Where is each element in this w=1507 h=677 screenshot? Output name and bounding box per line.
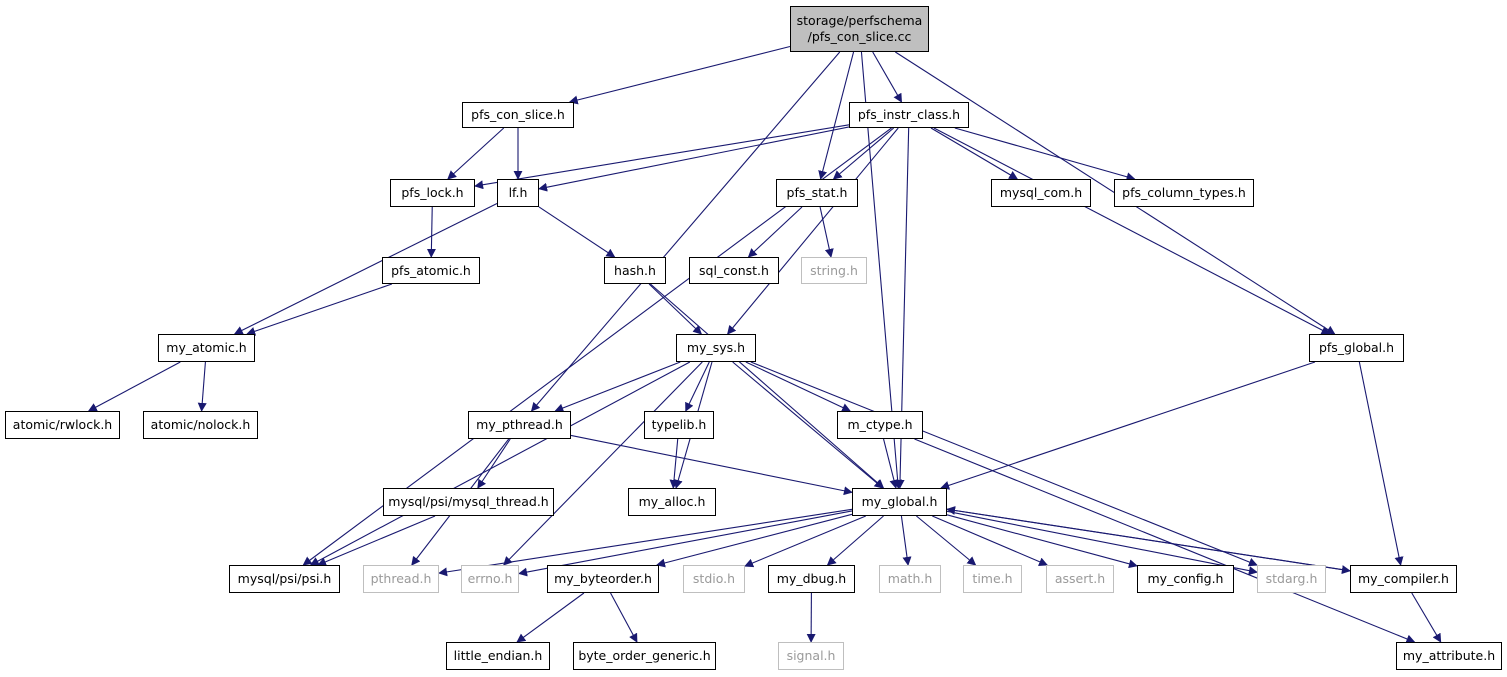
- edge-pfs_con_slice_h-to-pfs_lock_h: [447, 127, 505, 180]
- edge-my_atomic_h-to-atomic_nolock_h: [197, 361, 207, 412]
- node-my-atomic-h[interactable]: my_atomic.h: [158, 334, 255, 362]
- node-atomic-nolock-h[interactable]: atomic/nolock.h: [143, 411, 258, 439]
- node-my-attribute-h[interactable]: my_attribute.h: [1396, 642, 1502, 670]
- edge-lf_h-to-hash_h: [538, 206, 616, 258]
- node-my-byteorder-h[interactable]: my_byteorder.h: [547, 565, 659, 593]
- node-stdarg-h: stdarg.h: [1257, 565, 1326, 593]
- node-my-global-h[interactable]: my_global.h: [852, 488, 947, 516]
- edge-my_global_h-to-my_config_h: [946, 514, 1138, 569]
- node-errno-h: errno.h: [461, 565, 519, 593]
- node-pfs-lock-h[interactable]: pfs_lock.h: [390, 179, 475, 207]
- edge-m_ctype_h-to-my_global_h: [883, 438, 899, 489]
- node-pfs-global-h[interactable]: pfs_global.h: [1309, 334, 1404, 362]
- edge-my_sys_h-to-typelib_h: [685, 361, 710, 412]
- node-stdio-h: stdio.h: [683, 565, 745, 593]
- edge-hash_h-to-my_sys_h: [648, 283, 703, 335]
- edge-m_ctype_h-to-my_attribute_h: [914, 438, 1416, 644]
- node-typelib-h[interactable]: typelib.h: [644, 411, 714, 439]
- edge-pfs_stat_h-to-sql_const_h: [747, 206, 803, 258]
- edge-root-to-my_pthread_h: [530, 51, 841, 412]
- node-pfs-stat-h[interactable]: pfs_stat.h: [776, 179, 858, 207]
- edge-pfs_instr_class_h-to-pfs_global_h: [933, 127, 1331, 335]
- edge-hash_h-to-my_global_h: [650, 283, 885, 489]
- node-time-h: time.h: [963, 565, 1022, 593]
- node-root-file[interactable]: storage/perfschema /pfs_con_slice.cc: [790, 6, 929, 52]
- node-my-pthread-h[interactable]: my_pthread.h: [468, 411, 571, 439]
- edge-my_sys_h-to-stdarg_h: [750, 361, 1258, 567]
- edge-my_sys_h-to-my_global_h: [732, 361, 884, 489]
- edge-my_pthread_h-to-mysql_thread_h: [477, 438, 511, 489]
- edge-my_sys_h-to-errno_h: [503, 361, 703, 566]
- node-my-sys-h[interactable]: my_sys.h: [676, 334, 756, 362]
- edge-my_sys_h-to-m_ctype_h: [745, 361, 851, 412]
- edge-my_byteorder_h-to-byte_order_generic_h: [610, 592, 638, 643]
- edge-my_compiler_h-to-my_attribute_h: [1411, 592, 1442, 643]
- node-byte-order-generic-h[interactable]: byte_order_generic.h: [573, 642, 716, 670]
- edge-my_global_h-to-stdio_h: [744, 515, 866, 568]
- node-math-h: math.h: [879, 565, 941, 593]
- node-atomic-rwlock-h[interactable]: atomic/rwlock.h: [5, 411, 120, 439]
- edge-mysql_thread_h-to-psi_h: [317, 515, 436, 567]
- edge-my_sys_h-to-my_pthread_h: [554, 361, 681, 413]
- edge-pfs_instr_class_h-to-pfs_lock_h: [474, 124, 850, 190]
- edge-my_sys_h-to-psi_h: [309, 361, 691, 566]
- edge-pfs_global_h-to-my_global_h: [940, 361, 1316, 490]
- node-string-h: string.h: [801, 257, 867, 284]
- node-m-ctype-h[interactable]: m_ctype.h: [837, 411, 923, 439]
- edge-my_global_h-to-time_h: [916, 515, 977, 566]
- node-hash-h[interactable]: hash.h: [604, 257, 666, 284]
- node-lf-h[interactable]: lf.h: [497, 179, 539, 207]
- edge-my_atomic_h-to-atomic_rwlock_h: [87, 361, 181, 412]
- edge-my_compiler_h-to-my_global_h: [946, 506, 1351, 572]
- node-pthread-h: pthread.h: [363, 565, 439, 593]
- edge-pfs_instr_class_h-to-pfs_stat_h: [832, 127, 895, 180]
- edge-pfs_instr_class_h-to-lf_h: [538, 126, 850, 192]
- node-my-dbug-h[interactable]: my_dbug.h: [768, 565, 855, 593]
- node-signal-h: signal.h: [778, 642, 844, 670]
- node-pfs-con-slice-h[interactable]: pfs_con_slice.h: [462, 102, 574, 128]
- edge-my_global_h-to-my_dbug_h: [826, 515, 884, 566]
- edge-pfs_instr_class_h-to-mysql_com_h: [930, 127, 1019, 180]
- edge-pfs_stat_h-to-string_h: [819, 206, 834, 258]
- edge-my_global_h-to-math_h: [900, 515, 912, 566]
- node-assert-h: assert.h: [1046, 565, 1114, 593]
- edge-lf_h-to-my_atomic_h: [233, 202, 498, 335]
- node-my-config-h[interactable]: my_config.h: [1137, 565, 1234, 593]
- node-pfs-atomic-h[interactable]: pfs_atomic.h: [382, 257, 480, 284]
- edge-root-to-pfs_stat_h: [818, 51, 855, 180]
- edge-my_global_h-to-stdarg_h: [946, 510, 1258, 576]
- node-psi-h[interactable]: mysql/psi/psi.h: [229, 565, 340, 593]
- node-mysql-com-h[interactable]: mysql_com.h: [991, 179, 1091, 207]
- edge-my_global_h-to-assert_h: [932, 515, 1049, 566]
- node-pfs-instr-class-h[interactable]: pfs_instr_class.h: [849, 102, 969, 128]
- edge-pfs_instr_class_h-to-pfs_column_types_h: [954, 127, 1136, 182]
- edge-root-to-pfs_instr_class_h: [872, 51, 902, 103]
- edge-my_global_h-to-errno_h: [518, 510, 853, 577]
- node-mysql-thread-h[interactable]: mysql/psi/mysql_thread.h: [383, 488, 554, 516]
- edge-pfs_lock_h-to-pfs_atomic_h: [426, 206, 436, 258]
- edge-root-to-pfs_con_slice_h: [568, 45, 791, 105]
- edge-pfs_global_h-to-my_compiler_h: [1358, 361, 1404, 566]
- edge-typelib_h-to-my_alloc_h: [669, 438, 679, 489]
- edge-my_global_h-to-my_byteorder_h: [656, 513, 853, 568]
- node-my-alloc-h[interactable]: my_alloc.h: [628, 488, 716, 516]
- edge-pfs_atomic_h-to-my_atomic_h: [246, 283, 393, 336]
- edge-my_pthread_h-to-my_global_h: [570, 434, 853, 496]
- edge-my_global_h-to-pthread_h: [438, 508, 853, 577]
- node-my-compiler-h[interactable]: my_compiler.h: [1350, 565, 1457, 593]
- node-pfs-column-types-h[interactable]: pfs_column_types.h: [1114, 179, 1254, 207]
- node-sql-const-h[interactable]: sql_const.h: [689, 257, 779, 284]
- edge-pfs_instr_class_h-to-my_sys_h: [727, 127, 899, 335]
- node-little-endian-h[interactable]: little_endian.h: [446, 642, 550, 670]
- edge-my_byteorder_h-to-little_endian_h: [516, 592, 585, 643]
